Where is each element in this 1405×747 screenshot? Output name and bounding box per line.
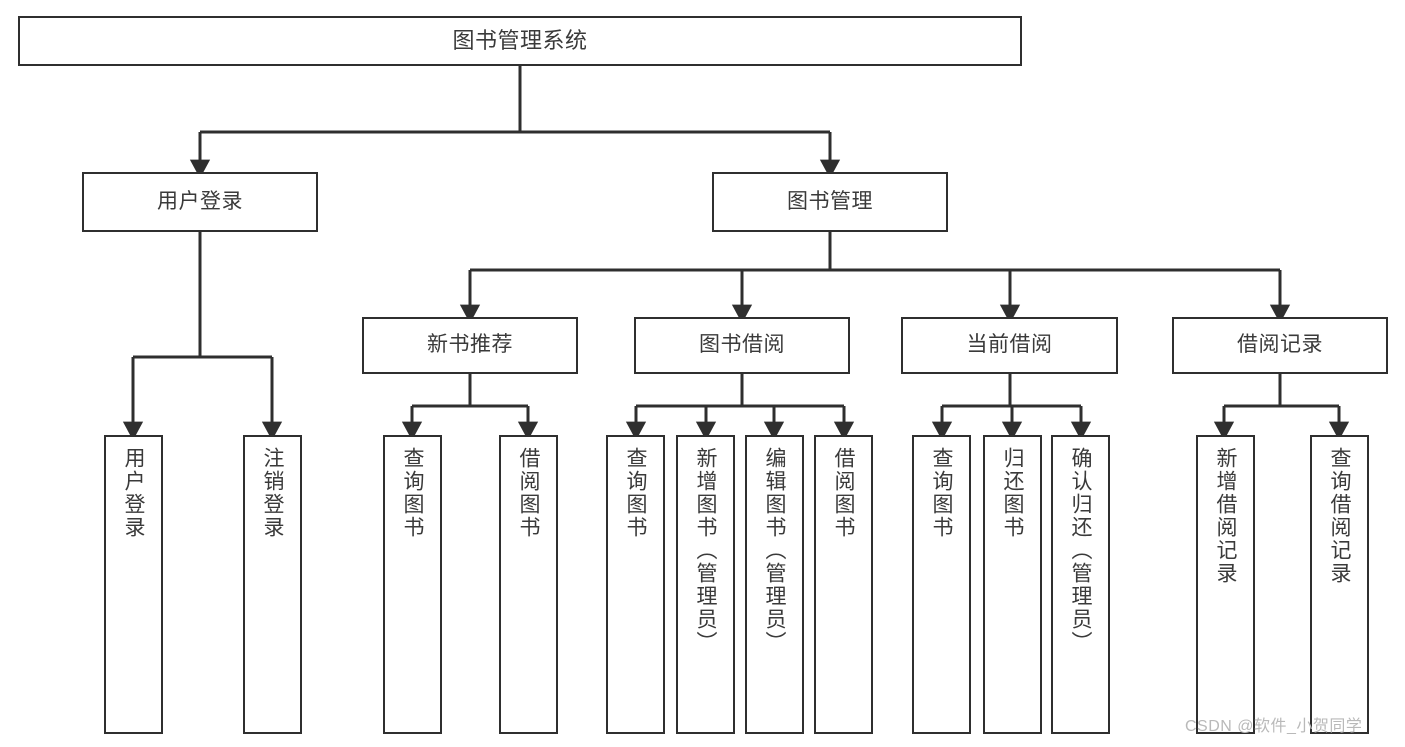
node-borrow-record-label: 借阅记录: [1237, 333, 1323, 357]
node-book-borrow-label: 图书借阅: [699, 333, 785, 357]
node-new-book-recommend[interactable]: 新书推荐: [362, 317, 578, 374]
node-leaf-confirm-return-admin[interactable]: 确认归还（管理员）: [1051, 435, 1110, 734]
node-user-login[interactable]: 用户登录: [82, 172, 318, 232]
node-leaf-edit-book-admin[interactable]: 编辑图书（管理员）: [745, 435, 804, 734]
node-root-system-label: 图书管理系统: [452, 28, 588, 54]
node-root-system[interactable]: 图书管理系统: [18, 16, 1022, 66]
node-leaf-confirm-return-admin-label: 确认归还（管理员）: [1069, 447, 1092, 654]
node-book-borrow[interactable]: 图书借阅: [634, 317, 850, 374]
node-leaf-user-login[interactable]: 用户登录: [104, 435, 163, 734]
node-leaf-query-borrow-record[interactable]: 查询借阅记录: [1310, 435, 1369, 734]
node-leaf-query-book-current[interactable]: 查询图书: [912, 435, 971, 734]
node-leaf-logout-label: 注销登录: [261, 447, 284, 539]
node-leaf-borrow-book-new-label: 借阅图书: [517, 447, 540, 539]
node-current-borrow[interactable]: 当前借阅: [901, 317, 1118, 374]
node-user-login-label: 用户登录: [157, 189, 243, 213]
node-leaf-borrow-book-new[interactable]: 借阅图书: [499, 435, 558, 734]
node-leaf-return-book-label: 归还图书: [1001, 447, 1024, 539]
node-new-book-recommend-label: 新书推荐: [427, 333, 513, 357]
node-leaf-borrow-book-borrow-label: 借阅图书: [832, 447, 855, 539]
node-current-borrow-label: 当前借阅: [966, 333, 1053, 357]
node-leaf-add-borrow-record[interactable]: 新增借阅记录: [1196, 435, 1255, 734]
node-leaf-query-book-current-label: 查询图书: [930, 447, 953, 539]
node-leaf-return-book[interactable]: 归还图书: [983, 435, 1042, 734]
node-book-management[interactable]: 图书管理: [712, 172, 948, 232]
csdn-watermark: CSDN @软件_小贺同学: [1185, 718, 1363, 735]
node-leaf-query-book-new[interactable]: 查询图书: [383, 435, 442, 734]
node-leaf-borrow-book-borrow[interactable]: 借阅图书: [814, 435, 873, 734]
node-leaf-add-book-admin-label: 新增图书（管理员）: [694, 447, 717, 654]
node-leaf-logout[interactable]: 注销登录: [243, 435, 302, 734]
node-leaf-query-book-borrow-label: 查询图书: [624, 447, 647, 539]
node-leaf-query-borrow-record-label: 查询借阅记录: [1328, 447, 1351, 585]
node-leaf-user-login-label: 用户登录: [122, 447, 145, 539]
node-leaf-add-borrow-record-label: 新增借阅记录: [1214, 447, 1237, 585]
node-borrow-record[interactable]: 借阅记录: [1172, 317, 1388, 374]
node-leaf-query-book-new-label: 查询图书: [401, 447, 424, 539]
node-leaf-query-book-borrow[interactable]: 查询图书: [606, 435, 665, 734]
node-leaf-edit-book-admin-label: 编辑图书（管理员）: [763, 447, 786, 654]
node-leaf-add-book-admin[interactable]: 新增图书（管理员）: [676, 435, 735, 734]
node-book-management-label: 图书管理: [787, 189, 873, 213]
